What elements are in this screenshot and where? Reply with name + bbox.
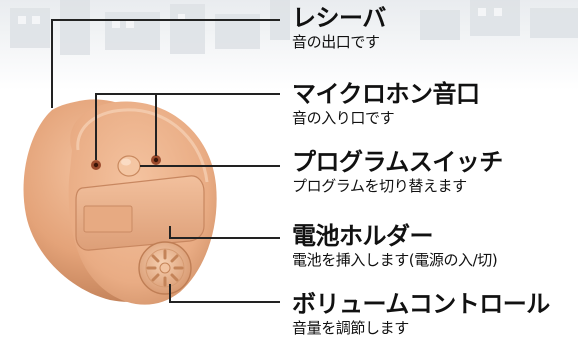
microphone-title: マイクロホン音口: [292, 80, 480, 108]
leader-mic: [95, 93, 280, 160]
receiver-description: 音の出口です: [292, 33, 380, 51]
program-switch-description: プログラムを切り替えます: [292, 177, 467, 195]
label-microphone: マイクロホン音口 音の入り口です: [292, 80, 578, 128]
background-scenery: [0, 0, 578, 90]
receiver-title: レシーバ: [292, 4, 386, 32]
leader-volume: [169, 284, 280, 303]
volume-control-description: 音量を調節します: [292, 319, 409, 337]
program-switch-title: プログラムスイッチ: [292, 148, 503, 176]
leader-receiver: [51, 19, 280, 108]
label-volume-control: ボリュームコントロール 音量を調節します: [292, 290, 578, 338]
label-program-switch: プログラムスイッチ プログラムを切り替えます: [292, 148, 578, 196]
battery-holder-title: 電池ホルダー: [292, 222, 434, 250]
volume-control-title: ボリュームコントロール: [292, 290, 550, 318]
program-switch-button: [117, 155, 141, 177]
label-battery-holder: 電池ホルダー 電池を挿入します(電源の入/切): [292, 222, 578, 270]
volume-dial: [138, 241, 192, 295]
microphone-description: 音の入り口です: [292, 109, 395, 127]
battery-holder-description: 電池を挿入します(電源の入/切): [292, 251, 498, 269]
leader-battery: [169, 226, 280, 239]
label-receiver: レシーバ 音の出口です: [292, 4, 578, 52]
